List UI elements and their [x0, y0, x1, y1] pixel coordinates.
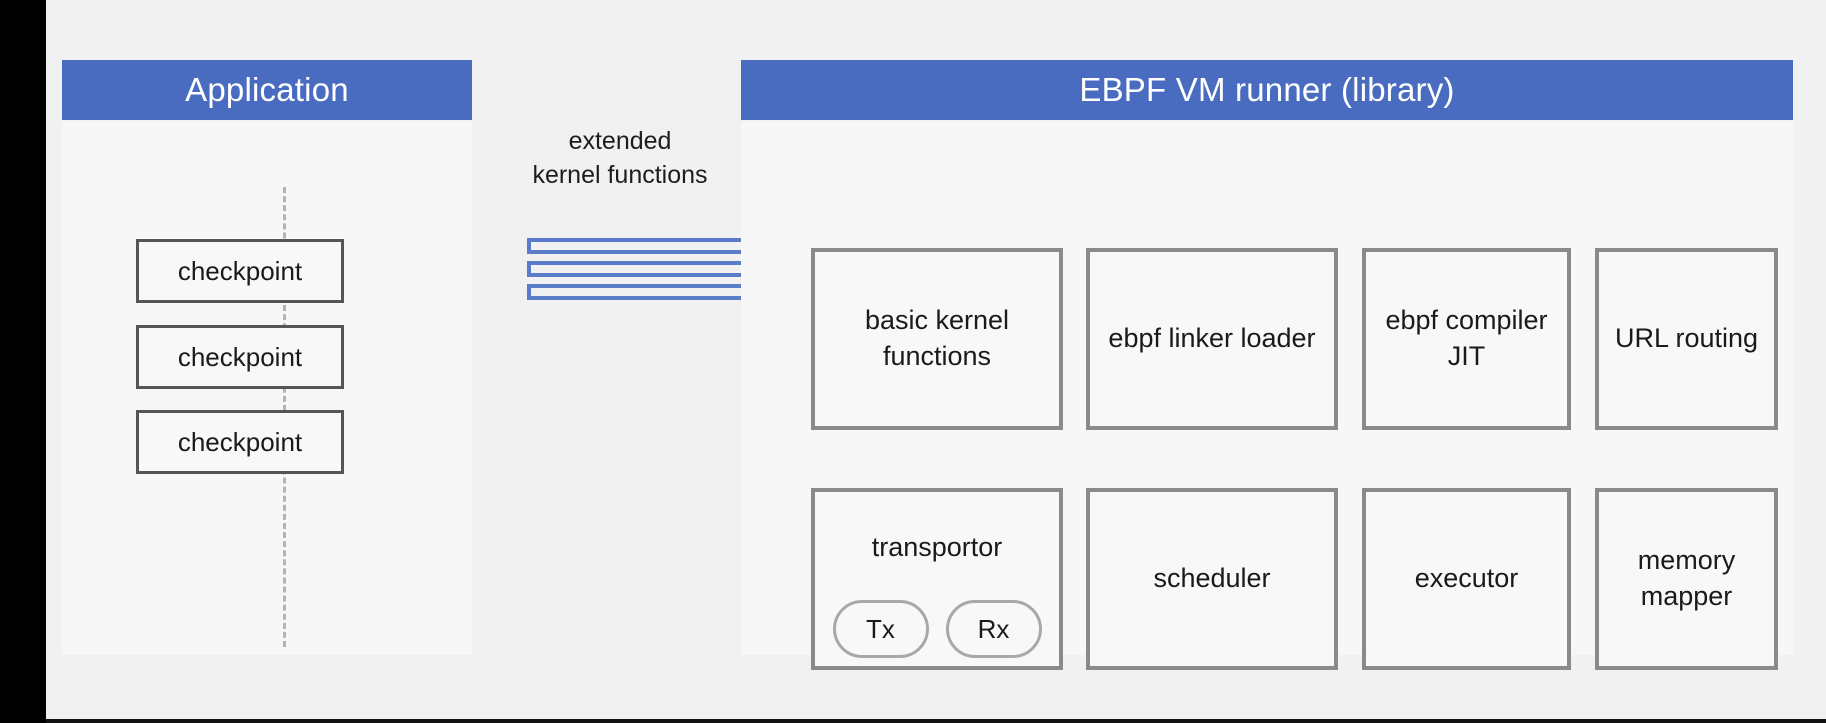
module-scheduler[interactable]: scheduler — [1086, 488, 1338, 670]
application-panel-title: Application — [62, 60, 472, 120]
checkpoint-box-2[interactable]: checkpoint — [136, 325, 344, 389]
module-url-routing[interactable]: URL routing — [1595, 248, 1778, 430]
module-executor[interactable]: executor — [1362, 488, 1571, 670]
left-gutter-strip — [0, 0, 46, 723]
application-panel: Application checkpoint checkpoint checkp… — [62, 60, 472, 655]
ebpf-vm-runner-panel-title: EBPF VM runner (library) — [741, 60, 1793, 120]
bottom-rule — [46, 719, 1826, 723]
checkpoint-box-3[interactable]: checkpoint — [136, 410, 344, 474]
checkpoint-box-1[interactable]: checkpoint — [136, 239, 344, 303]
transportor-channels: Tx Rx — [815, 600, 1059, 658]
transportor-rx-pill[interactable]: Rx — [945, 600, 1042, 658]
module-transportor-label: transportor — [871, 532, 1003, 562]
ebpf-vm-runner-panel-body: basic kernel functions ebpf linker loade… — [741, 122, 1793, 670]
module-transportor[interactable]: transportor Tx Rx — [811, 488, 1063, 670]
module-ebpf-linker-loader[interactable]: ebpf linker loader — [1086, 248, 1338, 430]
application-panel-body: checkpoint checkpoint checkpoint — [62, 122, 472, 655]
connector-label-line-2: kernel functions — [532, 160, 708, 189]
transportor-tx-pill[interactable]: Tx — [832, 600, 929, 658]
extended-kernel-functions-label: extended kernel functions — [470, 125, 770, 193]
connector-label-line-1: extended — [568, 127, 672, 155]
module-memory-mapper[interactable]: memory mapper — [1595, 488, 1778, 670]
ebpf-vm-runner-panel: EBPF VM runner (library) basic kernel fu… — [741, 60, 1793, 670]
module-basic-kernel-functions[interactable]: basic kernel functions — [811, 248, 1063, 430]
module-ebpf-compiler-jit[interactable]: ebpf compiler JIT — [1362, 248, 1571, 430]
